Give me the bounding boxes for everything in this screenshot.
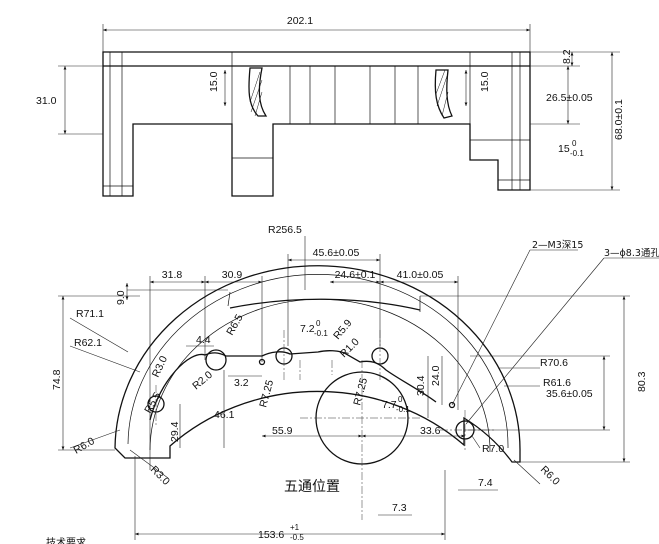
left-height-label: 31.0 — [36, 95, 57, 107]
d3-2-label: 3.2 — [234, 377, 249, 389]
inner-slot-profile — [149, 350, 437, 421]
m3-hole — [448, 401, 456, 409]
bottom-step-label: 15 — [558, 143, 570, 155]
front-right-height-label: 80.3 — [636, 371, 648, 392]
r7-25-left-label: R7.25 — [257, 378, 276, 408]
bottom-width-tol-upper: +1 — [290, 523, 300, 532]
slot-width-2-tol-lower: -0.1 — [396, 405, 410, 414]
bottom-width-tol-lower: -0.5 — [290, 533, 304, 542]
right-span-label: 41.0±0.05 — [397, 269, 444, 281]
r61-6-label: R61.6 — [543, 377, 571, 389]
r5-5-label: R5.5 — [142, 390, 164, 415]
center-note-label: 五通位置 — [284, 479, 340, 495]
top-rim-line — [229, 298, 421, 311]
left-slot-hatch — [249, 71, 263, 117]
right-inner-depth-label: 15.0 — [479, 71, 491, 92]
m3-note-label: 2—M3深15 — [532, 240, 583, 251]
front-view: 31.8 30.9 45.6±0.05 24.6±0.1 41.0±0.05 R… — [46, 224, 659, 544]
slot-width-2-label: 7.7 — [382, 399, 397, 411]
mid-height-label: 26.5±0.05 — [546, 92, 593, 104]
slot-width-tol-lower: -0.1 — [314, 329, 328, 338]
d55-9-label: 55.9 — [272, 425, 293, 437]
d35-label: 35.6±0.05 — [546, 388, 593, 400]
rim-tick — [227, 291, 231, 307]
d29-4-label: 29.4 — [169, 421, 181, 442]
d33-6-label: 33.6 — [420, 425, 441, 437]
left-span-2-label: 30.9 — [222, 269, 243, 281]
hole-note-label: 3—ϕ8.3通孔 — [604, 248, 659, 259]
top-view-outline — [102, 51, 531, 197]
d30-4-label: 30.4 — [415, 375, 427, 396]
right-slot-section — [434, 69, 453, 119]
r70-6-label: R70.6 — [540, 357, 568, 369]
d24-0-label: 24.0 — [430, 365, 442, 386]
bottom-step-tol-upper: 0 — [572, 139, 577, 148]
right-slot-hatch — [435, 69, 449, 117]
hole-note-leader — [465, 257, 605, 425]
top-view: 202.1 — [36, 15, 625, 197]
r3-bottom-leader — [129, 449, 169, 479]
r6-0-right-label: R6.0 — [538, 464, 562, 488]
r2-0-label: R2.0 — [190, 369, 215, 393]
bottom-step-tol-lower: -0.1 — [570, 149, 584, 158]
inner-arc — [127, 274, 509, 449]
r7-25-right-label: R7.25 — [351, 376, 370, 406]
r6-right-leader — [513, 459, 541, 485]
r6-left-leader — [69, 429, 121, 449]
bottom-width-label: 153.6 — [258, 529, 284, 541]
total-height-label: 68.0±0.1 — [613, 99, 625, 140]
r3-0-top-label: R3.0 — [150, 354, 170, 379]
footer-note-label: 技术要求 — [46, 536, 86, 544]
overall-width-label: 202.1 — [287, 15, 313, 27]
front-left-height-label: 74.8 — [51, 369, 63, 390]
left-slot-section — [248, 67, 268, 117]
slot-width-2-tol-upper: 0 — [398, 395, 403, 404]
slot-width-tol-upper: 0 — [316, 319, 321, 328]
d4-4-label: 4.4 — [196, 334, 211, 346]
slot-width-label: 7.2 — [300, 323, 315, 335]
d7-4-label: 7.4 — [478, 477, 493, 489]
r71-leader — [69, 317, 129, 353]
left-inner-depth-label: 15.0 — [208, 71, 220, 92]
small-hole — [258, 358, 266, 366]
top-margin-label: 9.0 — [115, 290, 127, 305]
m3-note-leader — [451, 249, 531, 406]
crescent-outline — [114, 265, 521, 463]
r3-0-bottom-label: R3.0 — [148, 464, 172, 488]
r7-leader — [471, 435, 481, 449]
r6-0-left-label: R6.0 — [72, 435, 97, 457]
center-span-label: 24.6±0.1 — [335, 269, 376, 281]
left-pocket-circle — [205, 349, 227, 371]
r62-label: R62.1 — [74, 337, 102, 349]
r71-label: R71.1 — [76, 308, 104, 320]
r62-leader — [69, 345, 141, 373]
big-radius-label: R256.5 — [268, 224, 302, 236]
r7-0-label: R7.0 — [482, 443, 504, 455]
top-step-label: 8.2 — [561, 49, 573, 64]
d7-3-label: 7.3 — [392, 502, 407, 514]
slot-spacing-label: 45.6±0.05 — [313, 247, 360, 259]
left-span-label: 31.8 — [162, 269, 183, 281]
